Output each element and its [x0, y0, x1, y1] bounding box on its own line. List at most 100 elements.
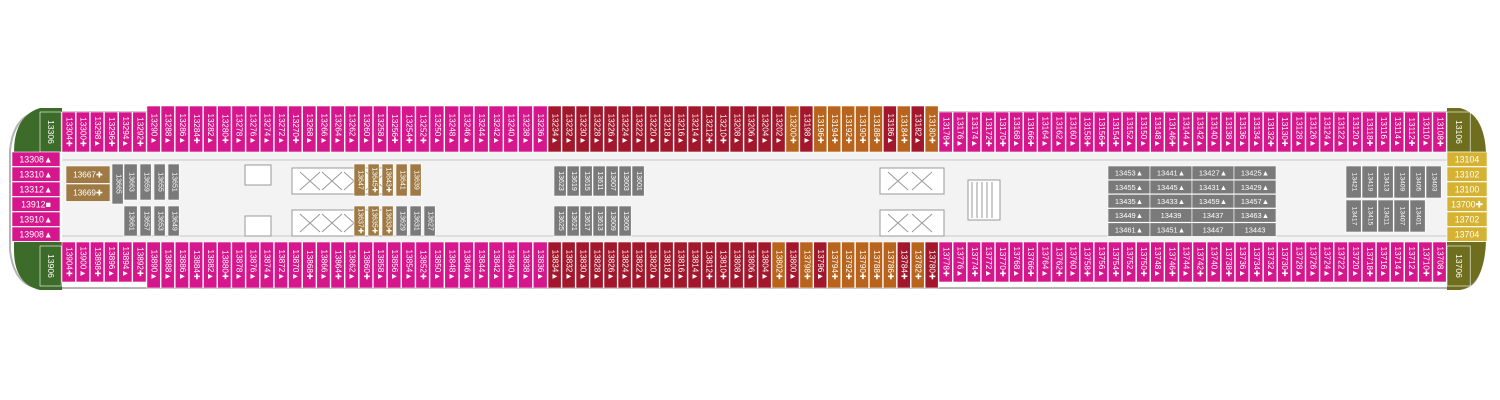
cabin-13840[interactable]: 13840▲	[503, 241, 518, 289]
cabin-13661[interactable]: 13661	[123, 205, 138, 237]
cabin-13828[interactable]: 13828▲	[589, 241, 604, 289]
cabin-13234[interactable]: 13234▲	[547, 105, 562, 153]
cabin-13886[interactable]: 13886▲	[174, 241, 189, 289]
cabin-13742[interactable]: 13742✚	[1192, 241, 1207, 283]
cabin-13260[interactable]: 13260▲	[358, 105, 373, 153]
cabin-13894[interactable]: 13894▲	[118, 241, 133, 283]
cabin-13459[interactable]: 13459▲	[1191, 194, 1235, 209]
cabin-13146[interactable]: 13146✚	[1164, 111, 1179, 153]
cabin-13720[interactable]: 13720▲	[1347, 241, 1362, 283]
cabin-13178[interactable]: 13178✚	[938, 111, 953, 153]
cabin-13230[interactable]: 13230▲	[575, 105, 590, 153]
cabin-13262[interactable]: 13262▲	[344, 105, 359, 153]
cabin-13274[interactable]: 13274▲	[259, 105, 274, 153]
cabin-13252[interactable]: 13252✚	[415, 105, 430, 153]
cabin-13216[interactable]: 13216▲	[673, 105, 688, 153]
cabin-13166[interactable]: 13166✚	[1023, 111, 1038, 153]
cabin-fwd-1[interactable]: 13310▲	[11, 166, 61, 182]
cabin-13172[interactable]: 13172✚	[981, 111, 995, 153]
cabin-13762[interactable]: 13762✚	[1051, 241, 1066, 283]
cabin-13601[interactable]: 13601	[631, 165, 645, 197]
cabin-13710[interactable]: 13710✚	[1418, 241, 1433, 283]
cabin-13278[interactable]: 13278▲	[231, 105, 246, 153]
cabin-13621[interactable]: 13621	[566, 205, 580, 237]
cabin-13770[interactable]: 13770✚	[995, 241, 1010, 283]
cabin-fwd-2[interactable]: 13312▲	[11, 181, 61, 197]
cabin-13645[interactable]: 13645✚	[367, 163, 380, 197]
cabin-13110[interactable]: 13110▲	[1418, 111, 1433, 153]
cabin-13750[interactable]: 13750✚	[1136, 241, 1151, 283]
cabin-13754[interactable]: 13754✚	[1108, 241, 1122, 283]
cabin-13848[interactable]: 13848▲	[444, 241, 459, 289]
cabin-13631[interactable]: 13631	[409, 205, 422, 237]
cabin-13304[interactable]: 13304✚	[61, 111, 76, 153]
cabin-aft-4[interactable]: 13702	[1446, 211, 1488, 227]
cabin-13629[interactable]: 13629	[395, 205, 408, 237]
cabin-13856[interactable]: 13856▲	[387, 241, 402, 289]
cabin-13627[interactable]: 13627	[423, 205, 436, 237]
cabin-13870[interactable]: 13870▲	[288, 241, 303, 289]
cabin-13118[interactable]: 13118✚	[1362, 111, 1376, 153]
cabin-13296[interactable]: 13296✚	[104, 111, 119, 153]
cabin-13433[interactable]: 13433▲	[1149, 194, 1193, 209]
cabin-13778[interactable]: 13778✚	[938, 241, 953, 283]
cabin-13641[interactable]: 13641	[395, 163, 408, 197]
cabin-13820[interactable]: 13820▲	[645, 241, 660, 289]
cabin-13882[interactable]: 13882▲	[203, 241, 218, 289]
cabin-13401[interactable]: 13401	[1409, 199, 1426, 233]
cabin-13246[interactable]: 13246▲	[459, 105, 474, 153]
cabin-13214[interactable]: 13214▲	[687, 105, 702, 153]
cabin-13256[interactable]: 13256✚	[387, 105, 402, 153]
cabin-13667[interactable]: 13667✚	[65, 165, 111, 184]
cabin-13728[interactable]: 13728▲	[1291, 241, 1306, 283]
cabin-13306[interactable]: 13306	[39, 111, 62, 153]
cabin-13168[interactable]: 13168▲	[1009, 111, 1024, 153]
cabin-13286[interactable]: 13286▲	[174, 105, 189, 153]
cabin-13732[interactable]: 13732▲	[1263, 241, 1278, 283]
cabin-13122[interactable]: 13122▲	[1333, 111, 1348, 153]
cabin-13174[interactable]: 13174▲	[966, 111, 981, 153]
cabin-13786[interactable]: 13786✚	[883, 241, 897, 289]
cabin-13633[interactable]: 13633✚	[381, 205, 394, 237]
cabin-fwd-0[interactable]: 13308▲	[11, 151, 61, 167]
cabin-13226[interactable]: 13226▲	[603, 105, 618, 153]
cabin-13898[interactable]: 13898✚	[90, 241, 104, 283]
cabin-13756[interactable]: 13756▲	[1093, 241, 1108, 283]
cabin-13888[interactable]: 13888▲	[160, 241, 175, 289]
cabin-13806[interactable]: 13806▲	[743, 241, 758, 289]
cabin-13862[interactable]: 13862▲	[344, 241, 359, 289]
cabin-13451[interactable]: 13451▲	[1149, 222, 1193, 237]
cabin-13457[interactable]: 13457▲	[1233, 194, 1277, 209]
cabin-13280[interactable]: 13280✚	[217, 105, 232, 153]
cabin-13162[interactable]: 13162▲	[1051, 111, 1066, 153]
cabin-13170[interactable]: 13170✚	[995, 111, 1010, 153]
cabin-aft-3[interactable]: 13700✚	[1446, 196, 1488, 212]
cabin-13449[interactable]: 13449▲	[1107, 208, 1151, 223]
cabin-13625[interactable]: 13625	[553, 205, 567, 237]
cabin-13798[interactable]: 13798✚	[799, 241, 814, 289]
cabin-13832[interactable]: 13832▲	[561, 241, 576, 289]
cabin-13441[interactable]: 13441▲	[1149, 165, 1193, 180]
cabin-13152[interactable]: 13152▲	[1122, 111, 1137, 153]
cabin-13437[interactable]: 13437	[1191, 208, 1235, 223]
cabin-13854[interactable]: 13854▲	[401, 241, 416, 289]
cabin-13804[interactable]: 13804▲	[757, 241, 772, 289]
cabin-13796[interactable]: 13796▲	[813, 241, 828, 289]
cabin-13120[interactable]: 13120▲	[1347, 111, 1362, 153]
cabin-13768[interactable]: 13768▲	[1009, 241, 1024, 283]
cabin-13617[interactable]: 13617	[579, 205, 593, 237]
cabin-13238[interactable]: 13238▲	[518, 105, 533, 153]
cabin-13150[interactable]: 13150▲	[1136, 111, 1151, 153]
cabin-13764[interactable]: 13764▲	[1037, 241, 1052, 283]
cabin-13268[interactable]: 13268▲	[302, 105, 317, 153]
cabin-13405[interactable]: 13405	[1409, 165, 1426, 199]
cabin-13144[interactable]: 13144▲	[1178, 111, 1193, 153]
cabin-13724[interactable]: 13724▲	[1319, 241, 1334, 283]
cabin-fwd-3[interactable]: 13912■	[11, 196, 61, 212]
cabin-13208[interactable]: 13208▲	[729, 105, 744, 153]
cabin-13637[interactable]: 13637✚	[353, 205, 366, 237]
cabin-13730[interactable]: 13730✚	[1277, 241, 1292, 283]
cabin-13192[interactable]: 13192✚	[841, 105, 855, 153]
cabin-13292[interactable]: 13292✚	[132, 111, 147, 153]
cabin-13659[interactable]: 13659	[139, 163, 152, 201]
